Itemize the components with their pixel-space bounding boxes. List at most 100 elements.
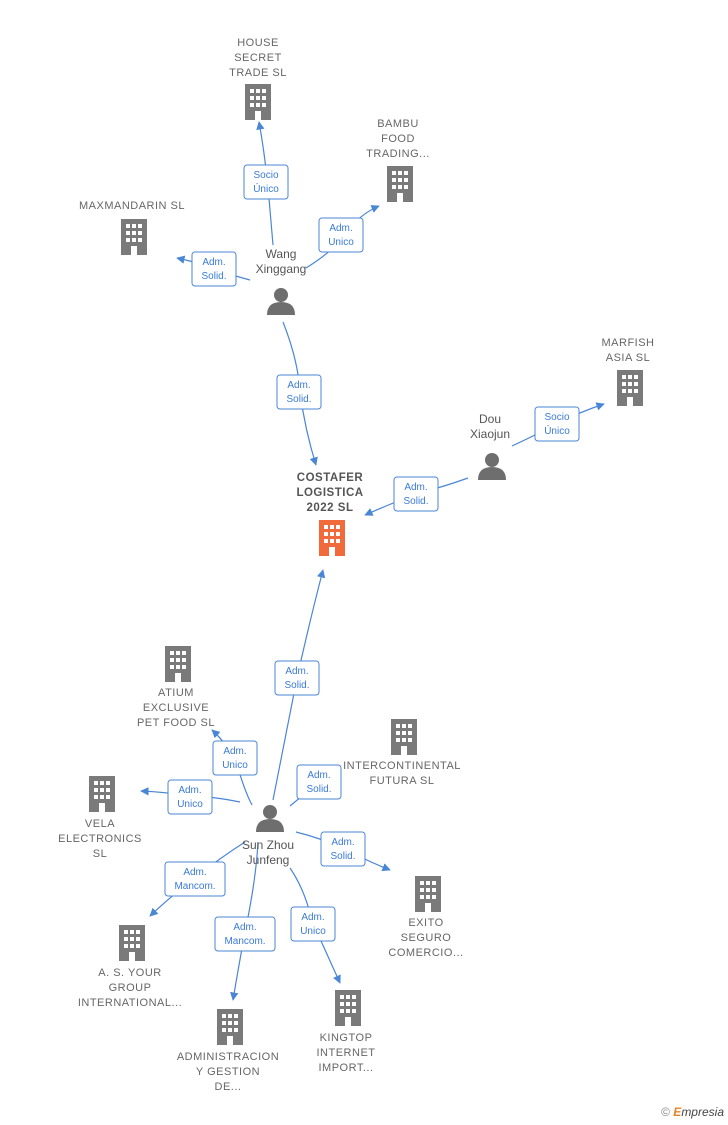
watermark: © Empresia xyxy=(661,1105,724,1119)
node-label[interactable]: EXITO xyxy=(408,917,443,929)
edge-label-box[interactable] xyxy=(534,406,580,442)
node-label[interactable]: VELA xyxy=(85,818,115,830)
company-node-intercontinental[interactable]: INTERCONTINENTAL FUTURA SL xyxy=(343,719,461,787)
nodes-layer: HOUSE SECRET TRADE SL BAMBU FOOD TRADING... MA… xyxy=(58,37,654,1093)
building-icon[interactable] xyxy=(617,370,643,406)
edge-label-text: Adm. xyxy=(307,770,330,781)
node-label[interactable]: GROUP xyxy=(109,982,152,994)
node-label[interactable]: INTERNET xyxy=(317,1047,376,1059)
person-icon[interactable] xyxy=(256,805,284,832)
building-icon[interactable] xyxy=(119,925,145,961)
node-label[interactable]: Junfeng xyxy=(247,853,290,867)
building-icon[interactable] xyxy=(319,520,345,556)
edge-label-box[interactable] xyxy=(393,476,439,512)
node-label[interactable]: SECRET xyxy=(234,52,282,64)
node-label[interactable]: INTERCONTINENTAL xyxy=(343,760,461,772)
node-label[interactable]: Sun Zhou xyxy=(242,838,294,852)
edge-sun-intercontinental: Adm.Solid. xyxy=(289,764,342,807)
node-label[interactable]: FUTURA SL xyxy=(369,775,434,787)
company-node-marfish[interactable]: MARFISH ASIA SL xyxy=(602,337,655,406)
company-node-exito[interactable]: EXITO SEGURO COMERCIO... xyxy=(388,876,463,959)
edge-label-box[interactable] xyxy=(191,251,237,287)
edge-label-text: Único xyxy=(544,424,570,437)
node-label[interactable]: ELECTRONICS xyxy=(58,833,142,845)
person-icon[interactable] xyxy=(478,453,506,480)
edge-label-text: Adm. xyxy=(183,867,206,878)
edge-label-text: Unico xyxy=(300,926,326,937)
company-node-atium[interactable]: ATIUM EXCLUSIVE PET FOOD SL xyxy=(137,646,215,729)
edge-label-text: Solid. xyxy=(403,496,428,507)
node-label[interactable]: ASIA SL xyxy=(606,352,650,364)
node-label[interactable]: MAXMANDARIN SL xyxy=(79,200,185,212)
person-icon[interactable] xyxy=(267,288,295,315)
building-icon[interactable] xyxy=(387,166,413,202)
edge-label-box[interactable] xyxy=(274,660,320,696)
node-label[interactable]: HOUSE xyxy=(237,37,279,49)
edge-sun-administracion: Adm. Mancom. xyxy=(214,841,276,1001)
edge-label-box[interactable] xyxy=(212,740,258,776)
node-label[interactable]: ADMINISTRACION xyxy=(177,1051,279,1063)
edge-label-box[interactable] xyxy=(243,164,289,200)
edge-label-text: Adm. xyxy=(233,922,256,933)
building-icon[interactable] xyxy=(391,719,417,755)
edge-label-box[interactable] xyxy=(320,831,366,867)
node-label[interactable]: A. S. YOUR xyxy=(98,967,161,979)
brand-name: mpresia xyxy=(681,1105,724,1119)
edge-label-box[interactable] xyxy=(164,861,226,897)
edge-label-text: Único xyxy=(253,182,279,195)
node-label[interactable]: FOOD xyxy=(381,133,415,145)
node-label[interactable]: KINGTOP xyxy=(320,1032,373,1044)
node-label[interactable]: COMERCIO... xyxy=(388,947,463,959)
building-icon[interactable] xyxy=(121,219,147,255)
node-label[interactable]: TRADING... xyxy=(366,148,430,160)
edge-label-box[interactable] xyxy=(214,916,276,952)
edge-label-box[interactable] xyxy=(167,779,213,815)
company-node-vela[interactable]: VELA ELECTRONICS SL xyxy=(58,776,142,860)
company-node-costafer[interactable]: COSTAFER LOGISTICA 2022 SL xyxy=(296,472,363,556)
building-icon[interactable] xyxy=(245,84,271,120)
node-label[interactable]: IMPORT... xyxy=(318,1062,373,1074)
building-icon[interactable] xyxy=(217,1009,243,1045)
node-label[interactable]: SEGURO xyxy=(401,932,452,944)
building-icon[interactable] xyxy=(335,990,361,1026)
edge-label-text: Adm. xyxy=(202,257,225,268)
node-label[interactable]: BAMBU xyxy=(377,118,419,130)
building-icon[interactable] xyxy=(415,876,441,912)
company-node-administracion[interactable]: ADMINISTRACION Y GESTION DE... xyxy=(177,1009,279,1093)
node-label[interactable]: SL xyxy=(93,848,107,860)
edge-label-text: Adm. xyxy=(329,223,352,234)
edge-label-box[interactable] xyxy=(296,764,342,800)
company-node-bambu[interactable]: BAMBU FOOD TRADING... xyxy=(366,118,430,202)
node-label[interactable]: Xiaojun xyxy=(470,427,510,441)
edge-label-box[interactable] xyxy=(290,906,336,942)
node-label[interactable]: DE... xyxy=(215,1081,242,1093)
building-icon[interactable] xyxy=(165,646,191,682)
node-label[interactable]: Dou xyxy=(479,412,501,426)
node-label[interactable]: Wang xyxy=(266,247,297,261)
edge-label-text: Unico xyxy=(328,237,354,248)
edge-label-box[interactable] xyxy=(318,217,364,253)
node-label[interactable]: INTERNATIONAL... xyxy=(78,997,182,1009)
company-node-house[interactable]: HOUSE SECRET TRADE SL xyxy=(229,37,287,120)
edge-label-text: Mancom. xyxy=(174,881,215,892)
company-node-kingtop[interactable]: KINGTOP INTERNET IMPORT... xyxy=(317,990,376,1074)
node-label[interactable]: ATIUM xyxy=(158,687,194,699)
node-label[interactable]: PET FOOD SL xyxy=(137,717,215,729)
edge-label-box[interactable] xyxy=(276,374,322,410)
node-label[interactable]: LOGISTICA xyxy=(296,487,363,499)
node-label[interactable]: 2022 SL xyxy=(307,502,354,514)
node-label[interactable]: EXCLUSIVE xyxy=(143,702,209,714)
node-label[interactable]: TRADE SL xyxy=(229,67,287,79)
node-label[interactable]: COSTAFER xyxy=(297,472,364,484)
edge-label-text: Mancom. xyxy=(224,936,265,947)
node-label[interactable]: Xinggang xyxy=(256,262,307,276)
building-icon[interactable] xyxy=(89,776,115,812)
company-node-asyour[interactable]: A. S. YOUR GROUP INTERNATIONAL... xyxy=(78,925,182,1009)
company-node-maxmandarin[interactable]: MAXMANDARIN SL xyxy=(79,200,185,255)
node-label[interactable]: Y GESTION xyxy=(196,1066,260,1078)
node-label[interactable]: MARFISH xyxy=(602,337,655,349)
